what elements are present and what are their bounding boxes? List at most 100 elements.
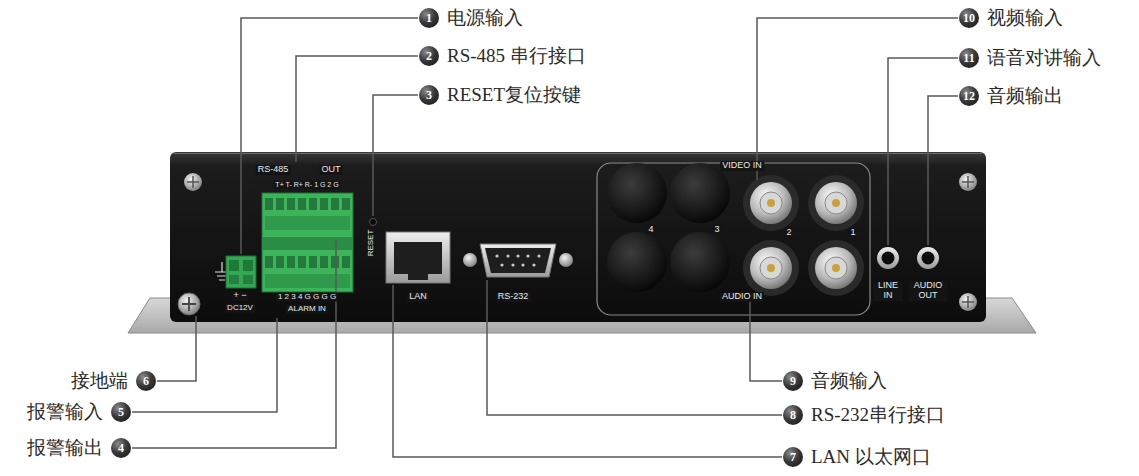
leader-line	[132, 318, 277, 412]
leader-line	[487, 280, 782, 415]
panel-label: 1 2 3 4 G G G G	[276, 293, 338, 302]
terminal-block	[265, 216, 350, 288]
rs232-port	[521, 263, 524, 266]
panel-screw	[184, 173, 202, 191]
blank-cap	[670, 163, 730, 223]
callout: 8RS-232串行接口	[783, 403, 945, 427]
callout-label: RESET复位按键	[447, 83, 581, 107]
callout-label: 电源输入	[447, 6, 523, 30]
callout: 7LAN 以太网口	[783, 445, 931, 469]
callout-number: 10	[959, 8, 979, 28]
panel-label: VIDEO IN	[720, 161, 764, 171]
panel-label: RS-232	[496, 292, 531, 302]
rs232-port	[485, 248, 551, 273]
power-terminal	[243, 260, 253, 271]
callout: 6 接地端	[71, 369, 156, 393]
rs232-port	[537, 254, 540, 257]
callout: 9音频输入	[783, 369, 887, 393]
audio-jack	[877, 247, 939, 269]
terminal-block	[342, 256, 350, 268]
rs232-port	[532, 263, 535, 266]
bnc-connector	[815, 182, 857, 224]
callout-number: 6	[136, 371, 156, 391]
terminal-block	[298, 198, 306, 210]
callout-label: 语音对讲输入	[987, 46, 1101, 70]
bnc-connector	[815, 247, 857, 289]
panel-screw	[962, 176, 974, 188]
leader-line	[373, 95, 418, 216]
reset-button	[370, 219, 377, 226]
panel-label: AUDIO IN	[720, 292, 764, 302]
panel-label: RS-485	[256, 165, 291, 175]
housing	[170, 152, 986, 322]
panel-label: LAN	[407, 292, 429, 302]
leader-line	[241, 18, 418, 254]
callout-number: 12	[959, 86, 979, 106]
rs232-port	[495, 254, 498, 257]
panel-label: 1	[848, 228, 857, 238]
bnc-connector	[760, 192, 782, 214]
terminal-block	[265, 256, 273, 268]
terminal-block	[265, 198, 273, 210]
leader-line	[750, 292, 782, 381]
bnc-connector	[743, 240, 799, 296]
panel-label: + −	[231, 291, 248, 301]
callout: 10视频输入	[959, 6, 1063, 30]
callout: 4报警输出	[27, 436, 131, 460]
blank-cap	[607, 232, 667, 292]
housing	[170, 152, 986, 322]
bnc-connector	[832, 264, 840, 272]
leader-line	[393, 285, 782, 457]
terminal-block	[276, 198, 284, 210]
terminal-block	[298, 256, 306, 268]
bnc-connector	[808, 175, 864, 231]
panel-screw	[959, 293, 977, 311]
terminal-block	[320, 198, 328, 210]
terminal-block	[262, 237, 353, 250]
terminal-block	[331, 198, 339, 210]
terminal-block	[287, 256, 295, 268]
panel-screw	[184, 173, 977, 311]
rs232-port	[526, 254, 529, 257]
leader-line	[157, 316, 196, 381]
panel-screw	[187, 176, 199, 188]
callout-number: 8	[783, 405, 803, 425]
lan-port	[386, 232, 450, 283]
panel-label: AUDIO OUT	[909, 281, 947, 301]
leader-line	[132, 240, 336, 448]
reset-button	[370, 219, 377, 226]
audio-jack	[922, 252, 935, 265]
leader-line	[928, 96, 958, 245]
bnc-connector	[808, 240, 864, 296]
terminal-block	[276, 256, 284, 268]
terminal-block	[262, 193, 353, 292]
audio-jack	[877, 247, 899, 269]
ground-screw	[178, 293, 200, 315]
rs232-port	[511, 263, 514, 266]
power-terminal	[229, 275, 239, 284]
bnc-connector	[750, 247, 792, 289]
callout-label: 接地端	[71, 369, 128, 393]
blank-cap	[607, 163, 730, 292]
bnc-connector	[743, 175, 864, 296]
panel-label: 4	[646, 225, 655, 235]
terminal-block	[309, 198, 317, 210]
panel-label: T+ T- R+ R- 1 G 2 G	[273, 181, 340, 189]
rs232-port	[463, 244, 573, 277]
panel-label: OUT	[320, 165, 343, 175]
rs232-port	[500, 263, 503, 266]
callout-number: 3	[419, 85, 439, 105]
bnc-connector	[750, 182, 792, 224]
leader-line	[888, 58, 958, 245]
bnc-connector	[825, 257, 847, 279]
callout: 11语音对讲输入	[959, 46, 1101, 70]
panel-screw	[962, 296, 974, 308]
power-terminal	[243, 275, 253, 284]
panel-screw	[959, 173, 977, 191]
lan-port	[386, 232, 450, 283]
terminal-block	[262, 193, 353, 292]
terminal-block	[331, 256, 339, 268]
terminal-block	[320, 256, 328, 268]
callout: 5报警输入	[27, 400, 131, 424]
